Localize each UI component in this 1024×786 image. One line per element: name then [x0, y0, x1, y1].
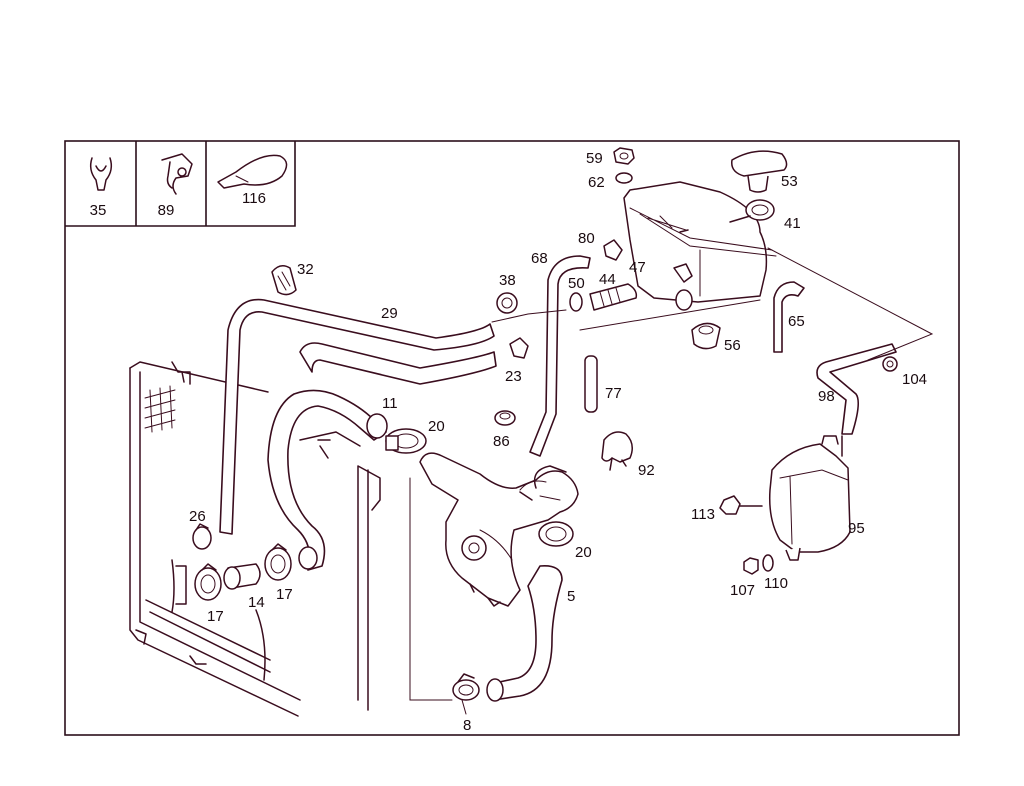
- hose-11-end: [366, 413, 388, 439]
- label-98: 98: [818, 388, 835, 405]
- leader-lines-tank: [491, 215, 934, 361]
- grommet-56[interactable]: [691, 322, 721, 350]
- hose-clamp-92[interactable]: [601, 431, 633, 471]
- label-38: 38: [499, 272, 516, 289]
- hose-98[interactable]: [816, 343, 897, 435]
- grommet-86[interactable]: [494, 410, 516, 426]
- pipe-77[interactable]: [584, 355, 598, 413]
- label-41: 41: [784, 215, 801, 232]
- label-107: 107: [730, 582, 755, 599]
- label-104: 104: [902, 371, 927, 388]
- legend-label-89: 89: [158, 202, 175, 219]
- hose-clamp-17-right[interactable]: [264, 543, 292, 581]
- label-86: 86: [493, 433, 510, 450]
- hose-11-low-end: [298, 546, 318, 570]
- hose-clip-icon: [161, 153, 193, 195]
- radiator-cap-53[interactable]: [731, 150, 788, 193]
- cable-tie-icon: [217, 154, 288, 189]
- legend-box: 35 89 116: [65, 141, 296, 227]
- clip-icon: [89, 157, 113, 191]
- label-11: 11: [382, 395, 398, 412]
- label-8: 8: [463, 717, 471, 734]
- hose-5-end: [486, 678, 504, 702]
- leader-line-8: [409, 477, 467, 715]
- label-14: 14: [248, 594, 265, 611]
- part-labels: 5 8 11 14 17 17 20 20 23 26 29 32 38 41 …: [189, 150, 927, 734]
- clip-80[interactable]: [603, 239, 623, 261]
- radiator: [129, 361, 381, 717]
- label-77: 77: [605, 385, 622, 402]
- label-17-left: 17: [207, 608, 224, 625]
- label-32: 32: [297, 261, 314, 278]
- hose-connector-14[interactable]: [223, 563, 261, 590]
- reservoir-95[interactable]: [768, 435, 851, 561]
- hose-5[interactable]: [489, 564, 563, 701]
- expansion-tank[interactable]: [623, 181, 777, 311]
- label-20-upper: 20: [428, 418, 445, 435]
- legend-label-116: 116: [242, 190, 266, 207]
- sensor-44[interactable]: [569, 283, 638, 312]
- label-26: 26: [189, 508, 206, 525]
- hose-clamp-26[interactable]: [192, 523, 212, 550]
- label-113: 113: [691, 506, 715, 523]
- hose-clamp-32[interactable]: [271, 265, 297, 296]
- label-110: 110: [764, 575, 788, 592]
- hose-clamp-17-left[interactable]: [194, 563, 222, 601]
- hose-68[interactable]: [529, 255, 591, 457]
- hose-clamp-8[interactable]: [452, 673, 480, 701]
- label-20-lower: 20: [575, 544, 592, 561]
- hose-65[interactable]: [773, 281, 805, 353]
- label-65: 65: [788, 313, 805, 330]
- label-95: 95: [848, 520, 865, 537]
- clip-23[interactable]: [509, 337, 529, 359]
- label-29: 29: [381, 305, 398, 322]
- label-92: 92: [638, 462, 655, 479]
- nut-59[interactable]: [613, 147, 635, 165]
- hose-29-lower[interactable]: [299, 342, 497, 385]
- label-47: 47: [629, 259, 646, 276]
- label-62: 62: [588, 174, 605, 191]
- label-23: 23: [505, 368, 522, 385]
- label-44: 44: [599, 271, 616, 288]
- legend-label-35: 35: [90, 202, 107, 219]
- grommet-38[interactable]: [496, 292, 518, 314]
- washer-110[interactable]: [762, 554, 774, 572]
- label-50: 50: [568, 275, 585, 292]
- water-pump-housing[interactable]: [419, 452, 579, 607]
- label-17-right: 17: [276, 586, 293, 603]
- screw-113[interactable]: [719, 495, 763, 515]
- label-5: 5: [567, 588, 575, 605]
- grommet-104[interactable]: [882, 356, 898, 372]
- hose-29[interactable]: [219, 298, 495, 535]
- filler-neck-41[interactable]: [729, 199, 775, 223]
- label-68: 68: [531, 250, 548, 267]
- label-56: 56: [724, 337, 741, 354]
- label-53: 53: [781, 173, 798, 190]
- label-80: 80: [578, 230, 595, 247]
- hose-clamp-20-upper[interactable]: [385, 428, 427, 454]
- label-59: 59: [586, 150, 603, 167]
- diagram-frame: [64, 140, 960, 736]
- nut-107[interactable]: [743, 557, 759, 575]
- washer-62[interactable]: [615, 172, 633, 184]
